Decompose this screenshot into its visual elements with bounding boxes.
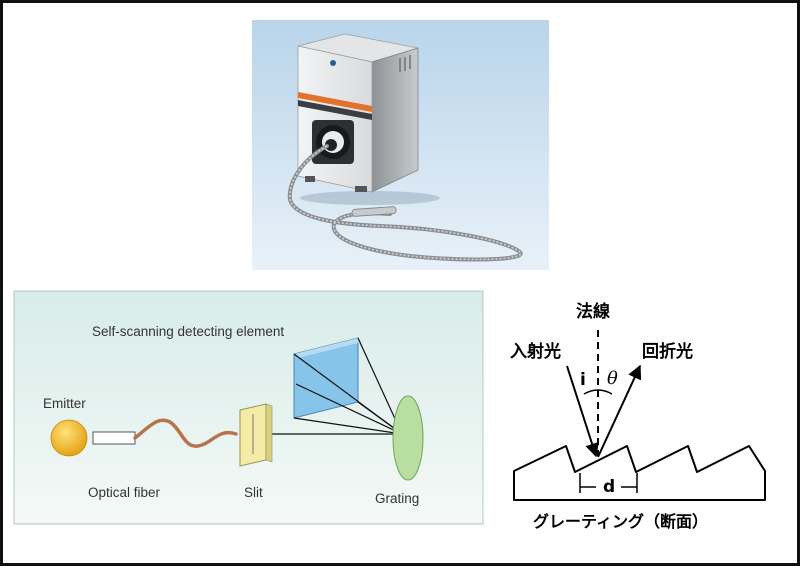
emitter-bulb (50, 419, 88, 457)
emitter-label: Emitter (43, 396, 86, 411)
grating-disc (392, 395, 424, 481)
grating-caption: グレーティング（断面） (533, 512, 708, 531)
slit-label: Slit (244, 485, 263, 500)
period-symbol: d (603, 477, 615, 497)
diagram-title: Self-scanning detecting element (92, 324, 284, 339)
optical-fiber-line (133, 418, 238, 448)
grating-label: Grating (375, 491, 419, 506)
optical-fiber-label: Optical fiber (88, 485, 161, 500)
spectrometer-diagram: Self-scanning detecting element (13, 290, 484, 525)
normal-label: 法線 (576, 301, 610, 322)
light-rays (272, 337, 403, 435)
fiber-connector (92, 431, 136, 445)
period-marker (579, 473, 638, 493)
diffracted-ray (597, 364, 642, 458)
diffracted-light-label: 回折光 (642, 341, 693, 362)
slit-plate (239, 403, 273, 467)
grating-diffraction-diagram: 法線 入射光 回折光 i θ d グレーティング（断面） (510, 301, 766, 531)
angle-arc (583, 389, 613, 395)
diffracted-angle-symbol: θ (607, 368, 618, 389)
incident-light-label: 入射光 (510, 341, 561, 362)
grating-profile (513, 445, 766, 501)
spectrometer-device-photo (252, 20, 549, 270)
incident-ray (566, 365, 599, 458)
incident-angle-symbol: i (580, 370, 586, 390)
